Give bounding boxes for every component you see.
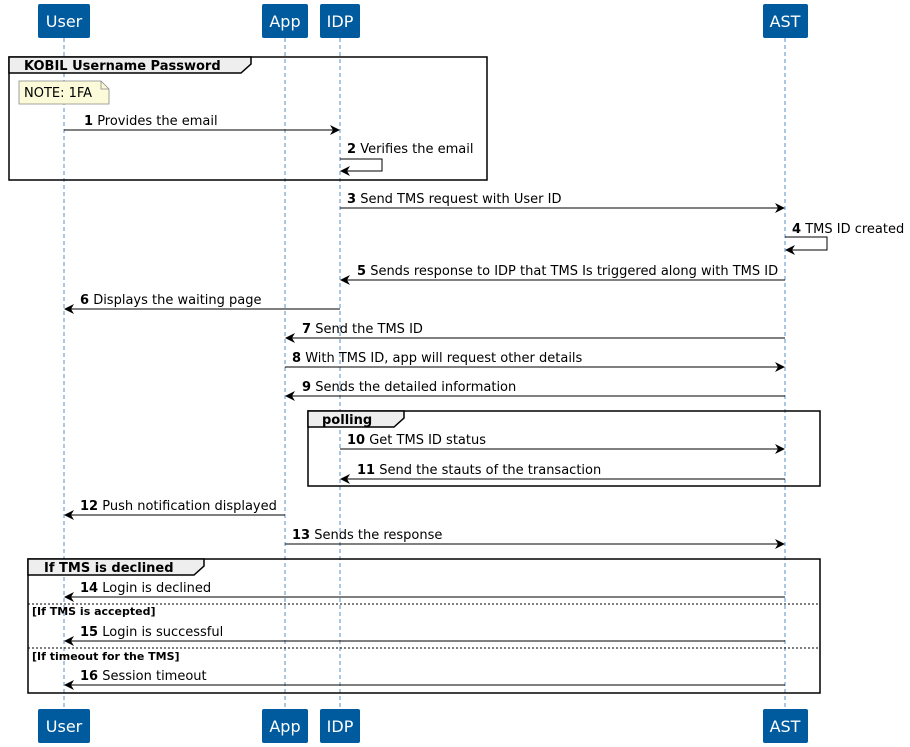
group-kobil-username-password: KOBIL Username Password — [8, 56, 488, 181]
message-label: 12 Push notification displayed — [80, 499, 277, 514]
participant-label: App — [269, 12, 300, 31]
message-5: 5 Sends response to IDP that TMS Is trig… — [340, 264, 785, 285]
message-1: 1 Provides the email — [64, 114, 340, 135]
group-title: If TMS is declined — [44, 561, 174, 576]
message-4: 4 TMS ID created — [785, 222, 904, 255]
message-label: 3 Send TMS request with User ID — [347, 192, 561, 207]
participant-user-top: User — [38, 4, 90, 38]
message-12: 12 Push notification displayed — [64, 499, 285, 520]
participant-app-top: App — [262, 4, 308, 38]
message-label: 10 Get TMS ID status — [347, 433, 486, 448]
participant-label: User — [46, 12, 83, 31]
message-label: 1 Provides the email — [84, 114, 218, 129]
message-label: 15 Login is successful — [80, 625, 223, 640]
message-8: 8 With TMS ID, app will request other de… — [285, 351, 785, 372]
participant-label: AST — [770, 12, 801, 31]
message-label: 2 Verifies the email — [347, 142, 473, 157]
participant-label: AST — [770, 717, 801, 736]
participant-ast-bottom: AST — [763, 709, 808, 743]
note-1fa: NOTE: 1FA — [18, 80, 110, 105]
group-title: KOBIL Username Password — [24, 59, 221, 74]
group-polling: polling — [307, 410, 821, 487]
message-3: 3 Send TMS request with User ID — [340, 192, 785, 213]
participant-label: User — [46, 717, 83, 736]
note-text: NOTE: 1FA — [24, 86, 92, 101]
message-15: 15 Login is successful — [64, 625, 785, 646]
message-2: 2 Verifies the email — [340, 142, 473, 176]
message-label: 16 Session timeout — [80, 669, 207, 684]
participant-idp-bottom: IDP — [320, 709, 360, 743]
message-10: 10 Get TMS ID status — [340, 433, 785, 454]
participant-label: App — [269, 717, 300, 736]
message-label: 4 TMS ID created — [792, 222, 904, 237]
participant-idp-top: IDP — [320, 4, 360, 38]
message-14: 14 Login is declined — [64, 581, 785, 602]
message-7: 7 Send the TMS ID — [285, 322, 785, 343]
message-label: 8 With TMS ID, app will request other de… — [292, 351, 583, 366]
participant-ast-top: AST — [763, 4, 808, 38]
group-alt-tms: If TMS is declined [If TMS is accepted] … — [27, 558, 821, 694]
group-title: polling — [322, 413, 372, 428]
message-label: 11 Send the stauts of the transaction — [357, 463, 601, 478]
else-label-accepted: [If TMS is accepted] — [32, 605, 156, 618]
message-label: 5 Sends response to IDP that TMS Is trig… — [357, 264, 778, 279]
message-16: 16 Session timeout — [64, 669, 785, 690]
message-label: 13 Sends the response — [292, 528, 442, 543]
message-label: 9 Sends the detailed information — [302, 380, 516, 395]
message-label: 7 Send the TMS ID — [302, 322, 423, 337]
message-label: 6 Displays the waiting page — [80, 293, 262, 308]
else-label-timeout: [If timeout for the TMS] — [32, 650, 180, 663]
participant-app-bottom: App — [262, 709, 308, 743]
message-9: 9 Sends the detailed information — [285, 380, 785, 401]
participant-label: IDP — [327, 717, 354, 736]
message-13: 13 Sends the response — [285, 528, 785, 549]
participant-label: IDP — [327, 12, 354, 31]
message-11: 11 Send the stauts of the transaction — [340, 463, 785, 484]
message-6: 6 Displays the waiting page — [64, 293, 340, 314]
message-label: 14 Login is declined — [80, 581, 211, 596]
participant-user-bottom: User — [38, 709, 90, 743]
